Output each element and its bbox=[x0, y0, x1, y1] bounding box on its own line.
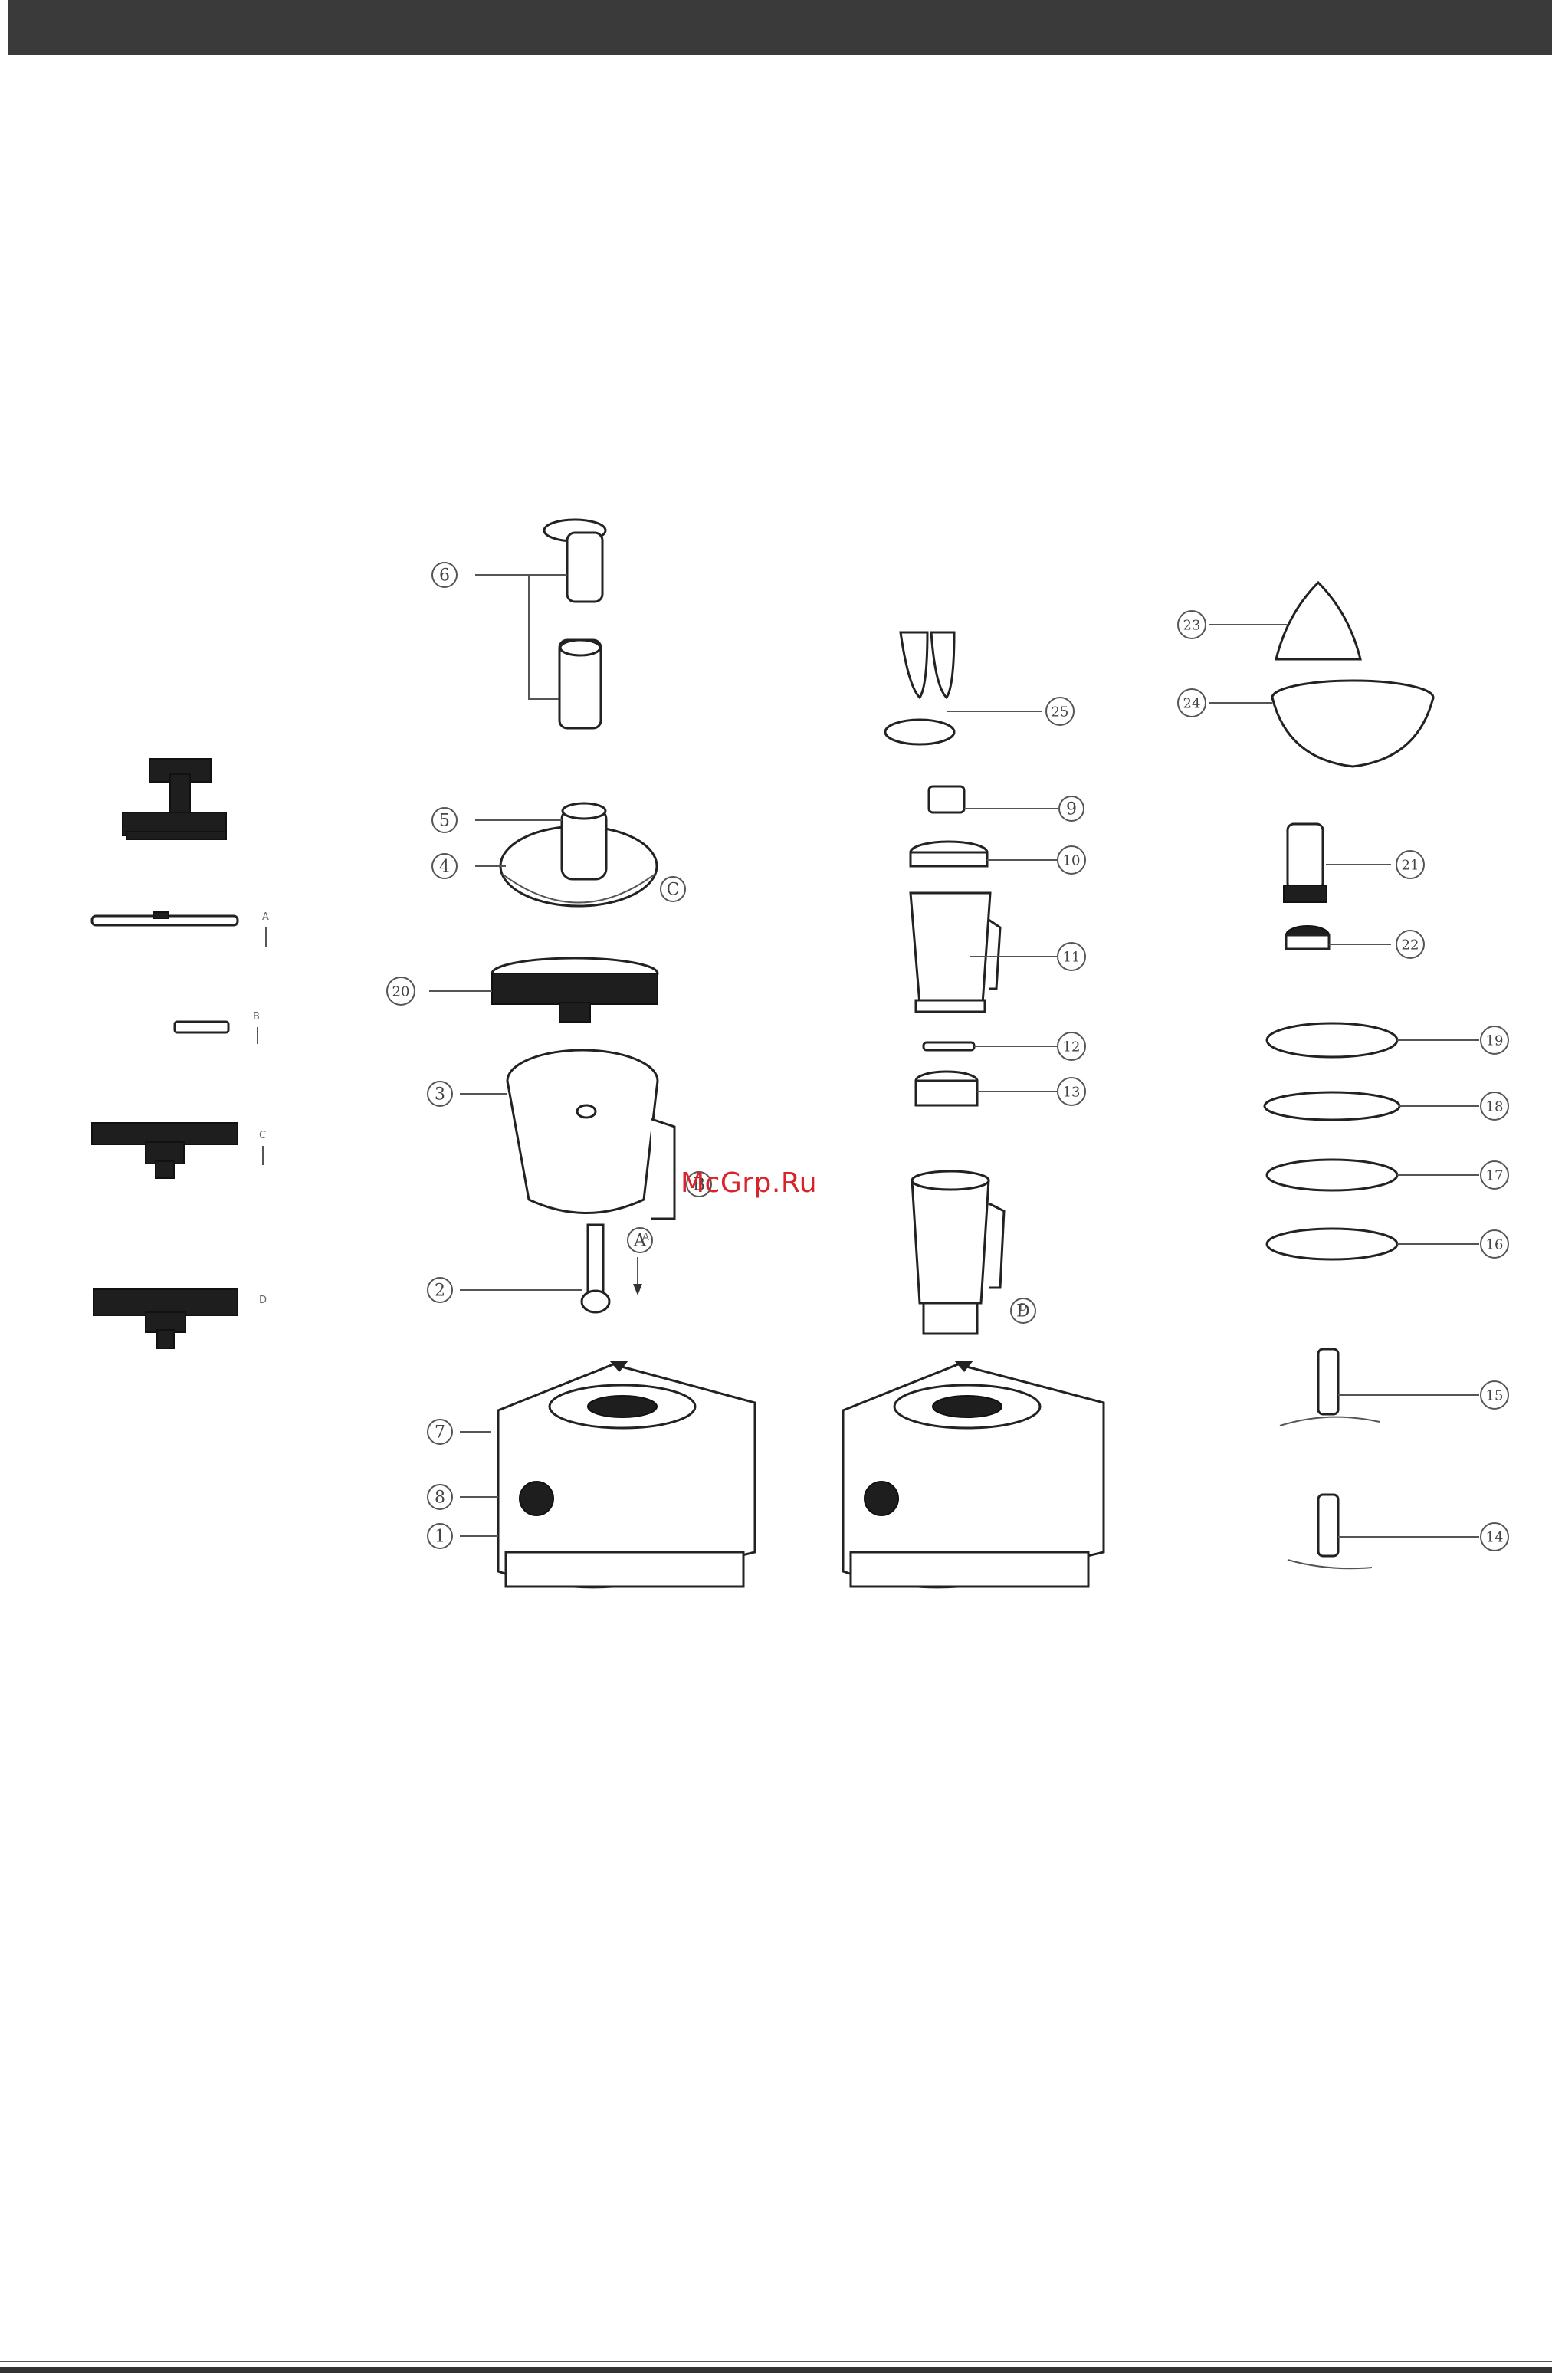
letter-c: C bbox=[259, 1130, 266, 1141]
callout-13: 13 bbox=[1058, 1078, 1085, 1105]
callout-3: 3 bbox=[428, 1082, 452, 1106]
lid-4-5 bbox=[475, 803, 657, 906]
pusher-6 bbox=[475, 520, 605, 728]
callout-10: 10 bbox=[1058, 846, 1085, 874]
callout-22: 22 bbox=[1396, 931, 1424, 958]
svg-text:4: 4 bbox=[439, 858, 450, 877]
svg-text:8: 8 bbox=[435, 1489, 445, 1508]
callout-2: 2 bbox=[428, 1278, 452, 1302]
svg-text:A: A bbox=[633, 1232, 647, 1251]
spindle-2: A bbox=[460, 1225, 649, 1312]
watermark-text: McGrp.Ru bbox=[681, 1167, 817, 1199]
svg-text:D: D bbox=[1016, 1302, 1030, 1321]
svg-text:21: 21 bbox=[1402, 858, 1419, 874]
callout-1: 1 bbox=[428, 1524, 452, 1548]
letter-b: B bbox=[253, 1011, 260, 1023]
svg-text:23: 23 bbox=[1183, 618, 1201, 634]
svg-text:12: 12 bbox=[1063, 1039, 1081, 1055]
callout-6: 6 bbox=[432, 563, 457, 587]
slicing-discs bbox=[1265, 1023, 1479, 1259]
callout-23: 23 bbox=[1178, 611, 1206, 638]
callout-14: 14 bbox=[1481, 1523, 1508, 1551]
callout-12: 12 bbox=[1058, 1032, 1085, 1060]
detail-carrier-d: D bbox=[94, 1289, 267, 1348]
letter-d: D bbox=[259, 1295, 267, 1306]
detail-lid-a: A bbox=[92, 911, 269, 947]
svg-text:6: 6 bbox=[439, 566, 450, 586]
callout-9: 9 bbox=[1059, 796, 1084, 821]
svg-text:19: 19 bbox=[1486, 1033, 1504, 1049]
footer-divider bbox=[0, 2361, 1552, 2362]
blender-jar: D bbox=[912, 1171, 1027, 1334]
letter-a: A bbox=[262, 911, 269, 923]
callout-5: 5 bbox=[432, 808, 457, 832]
detail-carrier-c: C bbox=[92, 1123, 266, 1178]
svg-text:13: 13 bbox=[1063, 1085, 1081, 1101]
callout-24: 24 bbox=[1178, 689, 1206, 717]
chopping-blades bbox=[1280, 1349, 1479, 1568]
callout-4: 4 bbox=[432, 854, 457, 878]
svg-text:1: 1 bbox=[435, 1528, 445, 1547]
svg-text:24: 24 bbox=[1183, 696, 1201, 712]
svg-text:14: 14 bbox=[1486, 1530, 1504, 1546]
callout-11: 11 bbox=[1058, 943, 1085, 970]
callout-17: 17 bbox=[1481, 1161, 1508, 1189]
callout-20: 20 bbox=[387, 977, 415, 1005]
callout-21: 21 bbox=[1396, 851, 1424, 878]
svg-text:18: 18 bbox=[1486, 1099, 1504, 1115]
callout-19: 19 bbox=[1481, 1026, 1508, 1054]
svg-text:15: 15 bbox=[1486, 1388, 1504, 1404]
svg-text:25: 25 bbox=[1052, 704, 1069, 721]
disc-holder-20 bbox=[429, 958, 658, 1022]
svg-text:10: 10 bbox=[1063, 853, 1081, 869]
detail-assembly-top bbox=[123, 759, 226, 839]
callout-15: 15 bbox=[1481, 1381, 1508, 1409]
detail-ring-b: B bbox=[175, 1011, 260, 1044]
motor-base-left bbox=[460, 1361, 755, 1587]
svg-text:9: 9 bbox=[1066, 800, 1077, 819]
svg-text:5: 5 bbox=[439, 812, 450, 831]
juicer-parts bbox=[1209, 583, 1433, 949]
callout-7: 7 bbox=[428, 1420, 452, 1444]
motor-base-right bbox=[843, 1361, 1104, 1587]
svg-text:3: 3 bbox=[435, 1085, 445, 1105]
footer-bar bbox=[0, 2367, 1552, 2373]
callout-8: 8 bbox=[428, 1485, 452, 1509]
bowl-3 bbox=[460, 1050, 674, 1219]
svg-text:22: 22 bbox=[1402, 937, 1419, 954]
svg-text:2: 2 bbox=[435, 1282, 445, 1301]
blender-parts-9-13 bbox=[911, 786, 1058, 1105]
callout-18: 18 bbox=[1481, 1092, 1508, 1120]
callout-letter-c: C bbox=[661, 877, 685, 901]
whisk-25 bbox=[885, 632, 1042, 744]
callout-letter-d: D bbox=[1011, 1298, 1035, 1323]
svg-text:7: 7 bbox=[435, 1423, 445, 1443]
svg-text:17: 17 bbox=[1486, 1168, 1504, 1184]
svg-text:16: 16 bbox=[1486, 1237, 1504, 1253]
svg-text:20: 20 bbox=[392, 984, 410, 1000]
svg-text:C: C bbox=[667, 881, 680, 900]
svg-text:11: 11 bbox=[1063, 950, 1081, 966]
callout-25: 25 bbox=[1046, 698, 1074, 725]
callout-16: 16 bbox=[1481, 1230, 1508, 1258]
